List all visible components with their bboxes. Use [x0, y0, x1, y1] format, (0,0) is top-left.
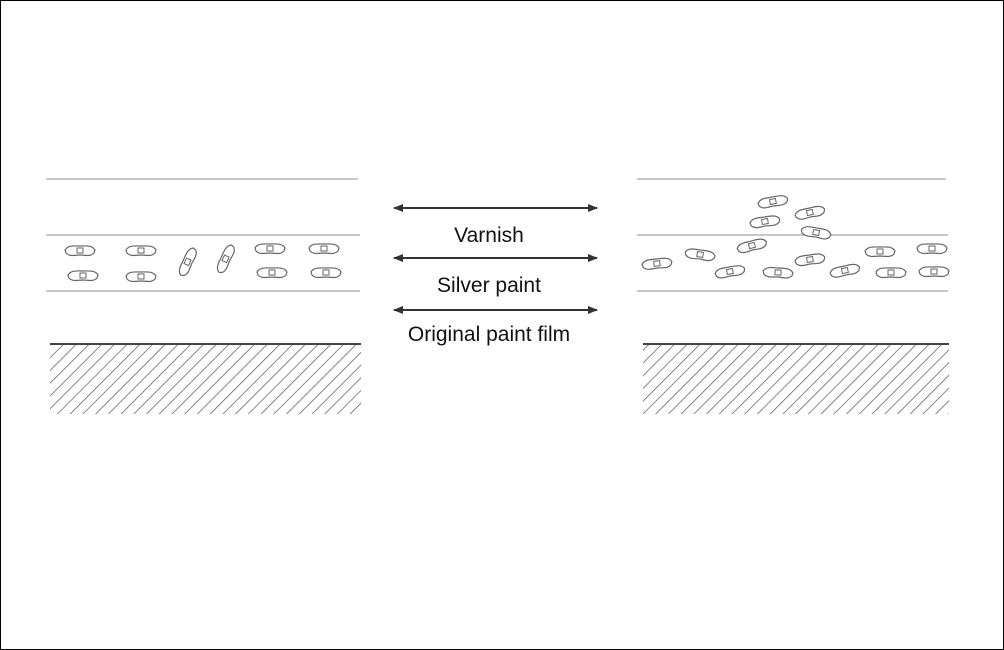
left-substrate [50, 344, 361, 414]
legend-arrows [393, 204, 598, 314]
original-paint-film-label: Original paint film [407, 323, 571, 346]
right-panel [637, 178, 950, 414]
right-disordered-flakes [640, 193, 950, 280]
left-aligned-flakes [64, 242, 342, 283]
varnish-label: Varnish [454, 224, 524, 247]
left-panel [46, 178, 361, 414]
right-substrate [643, 344, 949, 414]
silver-paint-label: Silver paint [437, 274, 541, 297]
